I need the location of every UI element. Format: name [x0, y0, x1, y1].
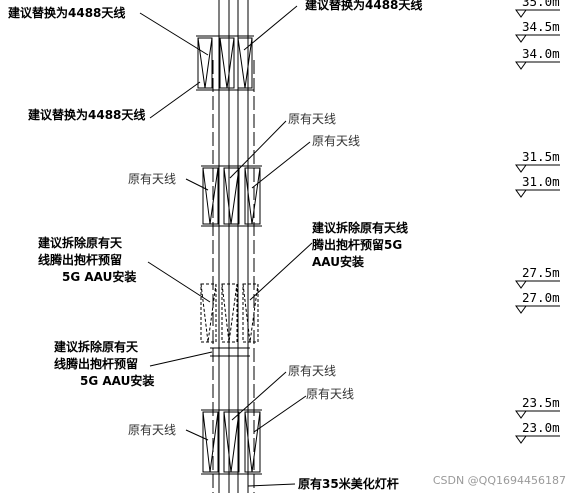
note-remove-left-a-line3: 5G AAU安装 — [62, 270, 137, 284]
elevation-label: 34.0m — [522, 46, 560, 61]
elevation-label: 34.5m — [522, 19, 560, 34]
leader-lines — [139, 5, 313, 487]
elevation-label: 31.5m — [522, 149, 560, 164]
elevation-label: 23.0m — [522, 420, 560, 435]
note-existing-2: 原有天线 — [312, 134, 361, 148]
note-remove-right-line2: 腾出抱杆预留5G — [312, 238, 403, 252]
note-remove-left-a-line2: 线腾出抱杆预留 — [38, 253, 123, 267]
note-remove-left-b-line1: 建议拆除原有天 — [54, 340, 139, 354]
note-remove-right-line3: AAU安装 — [312, 255, 364, 269]
note-existing-5: 原有天线 — [306, 387, 355, 401]
elevation-marks — [515, 9, 560, 444]
watermark: CSDN @QQ1694456187 — [432, 474, 566, 487]
note-existing-1: 原有天线 — [288, 112, 337, 126]
note-replace-top-left: 建议替换为4488天线 — [8, 6, 126, 20]
note-existing-6: 原有天线 — [128, 423, 177, 437]
note-remove-right-line1: 建议拆除原有天线 — [312, 221, 409, 235]
antenna-group-23m — [201, 409, 262, 475]
note-remove-left-b-line2: 线腾出抱杆预留 — [54, 357, 139, 371]
note-existing-4: 原有天线 — [288, 364, 337, 378]
elevation-label: 23.5m — [522, 395, 560, 410]
antenna-group-top — [196, 35, 254, 91]
note-replace-mid: 建议替换为4488天线 — [28, 108, 146, 122]
note-tower-35m: 原有35米美化灯杆 — [298, 477, 399, 491]
note-replace-top-right: 建议替换为4488天线 — [305, 0, 423, 12]
note-existing-3: 原有天线 — [128, 172, 177, 186]
note-remove-left-a-line1: 建议拆除原有天 — [38, 236, 123, 250]
note-remove-left-b-line3: 5G AAU安装 — [80, 374, 155, 388]
elevation-label: 35.0m — [522, 0, 560, 9]
elevation-label: 27.0m — [522, 290, 560, 305]
elevation-label: 27.5m — [522, 265, 560, 280]
antenna-group-31m — [201, 165, 262, 227]
elevation-label: 31.0m — [522, 174, 560, 189]
antenna-group-removed — [200, 283, 259, 343]
